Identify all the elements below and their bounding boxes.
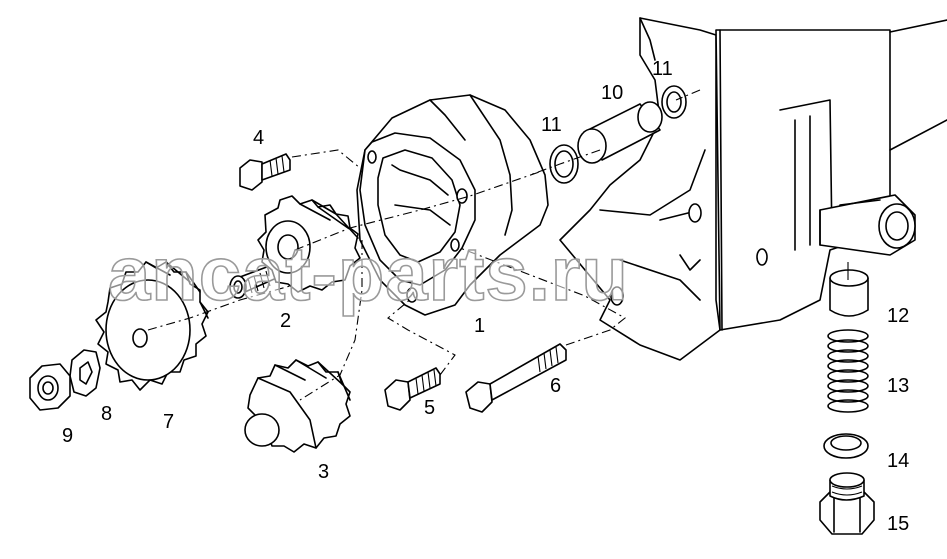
callout-5: 5 (424, 397, 435, 419)
center-lines (147, 89, 849, 401)
callout-11-right: 11 (652, 58, 673, 80)
callout-12: 12 (887, 305, 909, 327)
sleeve-10 (577, 101, 663, 164)
idler-gear (244, 359, 351, 453)
plug-15 (819, 472, 875, 535)
callout-8: 8 (101, 403, 112, 425)
callout-labels: 1 2 3 4 5 6 7 8 9 10 11 11 12 13 14 15 (62, 58, 909, 535)
seal-ring-11-right (661, 85, 687, 119)
bolt-5 (384, 367, 441, 411)
relief-spring-13 (827, 329, 869, 413)
callout-10: 10 (601, 82, 623, 104)
bolt-4 (239, 153, 291, 191)
washer-14 (823, 433, 869, 459)
bolt-6 (465, 343, 567, 413)
seal-ring-11-left (549, 144, 579, 184)
callout-7: 7 (163, 411, 174, 433)
callout-13: 13 (887, 375, 909, 397)
callout-3: 3 (318, 461, 329, 483)
drive-gear (229, 195, 361, 299)
callout-1: 1 (474, 315, 485, 337)
callout-9: 9 (62, 425, 73, 447)
callout-11-left: 11 (541, 114, 562, 136)
callout-2: 2 (280, 310, 291, 332)
callout-4: 4 (253, 127, 264, 149)
watermark-text: ancat-parts.ru (108, 232, 629, 317)
washer-8 (69, 349, 101, 397)
relief-plunger-12 (829, 269, 869, 317)
callout-15: 15 (887, 513, 909, 535)
callout-14: 14 (887, 450, 909, 472)
nut-9 (29, 363, 71, 411)
pump-housing (356, 94, 549, 316)
callout-6: 6 (550, 375, 561, 397)
